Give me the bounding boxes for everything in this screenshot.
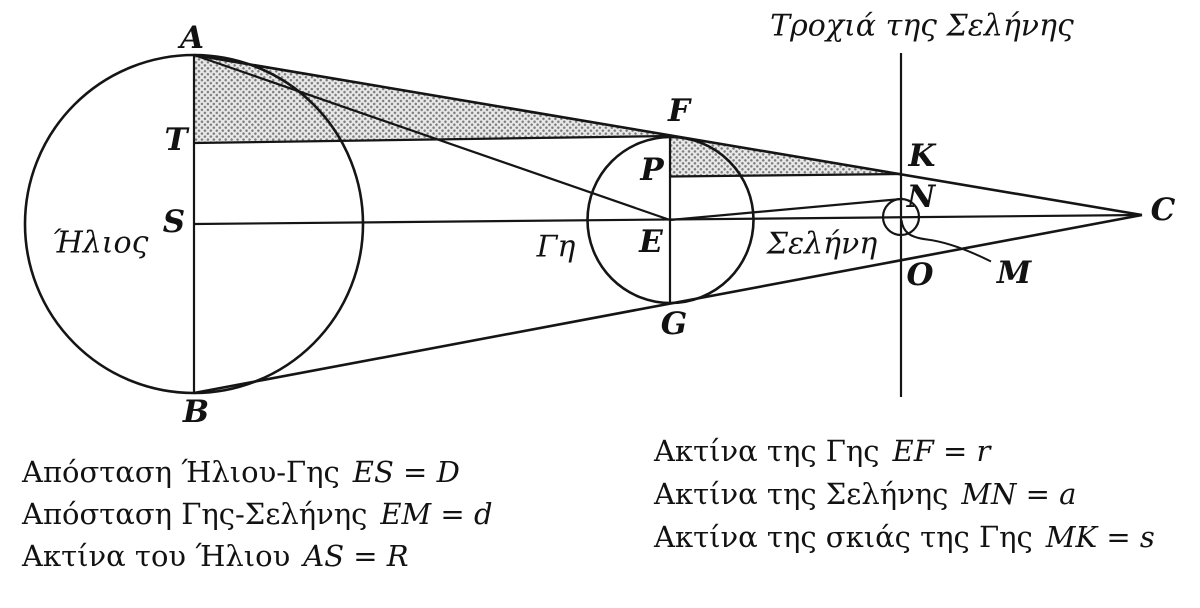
legend-formula: MN = a: [961, 477, 1077, 511]
label-point-A: A: [177, 20, 204, 56]
TF-line: [193, 134, 671, 145]
legend-line-earth-radius: Ακτίνα της Γης EF = r: [654, 430, 1155, 473]
legend-line-shadow-radius: Ακτίνα της σκιάς της Γης MK = s: [654, 516, 1155, 559]
label-point-C: C: [1151, 192, 1176, 228]
legend-formula: MK = s: [1045, 520, 1155, 554]
moon-leader-curve: [900, 219, 992, 263]
label-point-E: E: [638, 224, 663, 260]
label-point-F: F: [667, 93, 692, 129]
legend-line-sun-earth-distance: Απόσταση Ήλιου-Γης ES = D: [22, 451, 493, 493]
label-earth: Γη: [536, 230, 576, 265]
label-sun: Ήλιος: [52, 226, 149, 261]
legend-formula: AS = R: [303, 539, 409, 573]
label-point-T: T: [164, 122, 189, 158]
label-point-K: K: [908, 138, 937, 174]
legend-text: Απόσταση Ήλιου-Γης: [22, 455, 340, 489]
legend-left: Απόσταση Ήλιου-Γης ES = D Απόσταση Γης-Σε…: [22, 451, 493, 577]
legend-text: Ακτίνα της Σελήνης: [654, 477, 949, 511]
label-point-S: S: [163, 204, 185, 240]
lower-tangent-BGOC-line: [193, 213, 1143, 395]
legend-formula: EF = r: [892, 434, 991, 468]
legend-formula: ES = D: [352, 455, 460, 489]
legend-line-earth-moon-distance: Απόσταση Γης-Σελήνης EM = d: [22, 493, 493, 535]
shaded-triangle-ATF: [194, 55, 670, 143]
orbit-title: Τροχιά της Σελήνης: [770, 9, 1074, 44]
legend-text: Ακτίνα της Γης: [654, 434, 880, 468]
PK-line: [669, 172, 902, 178]
legend-text: Ακτίνα της σκιάς της Γης: [654, 520, 1033, 554]
legend-formula: EM = d: [380, 497, 493, 531]
legend-line-sun-radius: Ακτίνα του Ήλιου AS = R: [22, 535, 493, 577]
EN-line: [669, 197, 904, 222]
legend-text: Απόσταση Γης-Σελήνης: [22, 497, 368, 531]
legend-line-moon-radius: Ακτίνα της Σελήνης MN = a: [654, 473, 1155, 516]
label-point-O: O: [906, 257, 933, 293]
label-point-G: G: [661, 306, 687, 342]
label-point-B: B: [182, 394, 209, 430]
label-point-P: P: [639, 152, 665, 188]
label-point-M: M: [996, 255, 1033, 291]
label-point-N: N: [906, 179, 937, 215]
AE-line: [193, 53, 671, 222]
label-moon: Σελήνη: [766, 227, 878, 262]
legend-text: Ακτίνα του Ήλιου: [22, 539, 291, 573]
